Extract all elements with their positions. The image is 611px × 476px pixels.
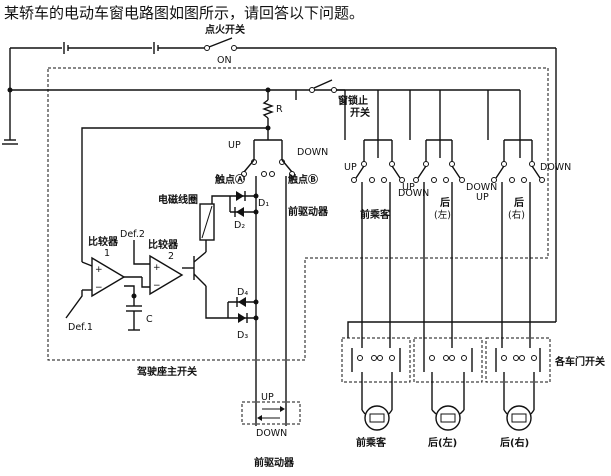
front-motor-feed <box>253 176 287 402</box>
rear-right-switch <box>491 139 545 262</box>
comparator-1-label: 比较器 <box>88 235 119 248</box>
resistor-icon <box>262 99 274 131</box>
fp-up-label: UP <box>344 162 357 173</box>
transistor-icon <box>184 251 228 319</box>
resistor-label: R <box>276 104 283 115</box>
capacitor-icon <box>65 285 142 331</box>
svg-text:−: − <box>153 281 161 291</box>
def2-label: Def.2 <box>120 229 145 240</box>
d1-label: D₁ <box>258 198 269 209</box>
d4-label: D₄ <box>237 287 248 298</box>
window-lock-label-1: 窗锁止 <box>338 94 368 107</box>
svg-text:+: + <box>95 265 103 275</box>
motor-front-passenger-icon <box>361 405 393 431</box>
window-lock-label-2: 开关 <box>350 106 370 119</box>
diode-d2-icon <box>230 207 256 217</box>
motor-rear-left-label: 后(左) <box>428 436 457 449</box>
motor-rear-left-icon <box>431 405 465 431</box>
comparator-2-number: 2 <box>168 251 174 262</box>
front-drive-motor-icon <box>241 401 301 425</box>
driver-master-switch-box <box>47 67 549 361</box>
comparator-1-number: 1 <box>104 248 110 259</box>
motor-front-drive-label: 前驱动器 <box>254 456 295 469</box>
contact-a-label: 触点Ⓐ <box>214 173 245 186</box>
rear-left-label-1: 后 <box>440 196 450 209</box>
motor-rear-right-label: 后(右) <box>500 436 529 449</box>
rear-left-switch <box>413 139 465 262</box>
on-label: ON <box>217 55 232 66</box>
main-bus <box>7 87 520 100</box>
motor-rear-right-icon <box>503 405 535 431</box>
diode-d3-icon <box>228 313 256 323</box>
motor-front-passenger-label: 前乘客 <box>356 436 387 449</box>
diode-d1-icon <box>230 191 256 201</box>
front-passenger-switch <box>351 139 405 262</box>
diode-d4-icon <box>227 297 256 318</box>
motor-down-label: DOWN <box>256 428 287 439</box>
front-up-label: UP <box>228 140 241 151</box>
svg-text:+: + <box>153 263 161 273</box>
door-switch-front-passenger <box>341 262 411 410</box>
rr-down-label: DOWN <box>540 162 571 173</box>
comparator-2-icon: + − <box>133 240 184 296</box>
rr-up-label: UP <box>476 192 489 203</box>
rl-up-label: UP <box>402 182 415 193</box>
ignition-switch-icon <box>204 37 557 190</box>
comparator-2-label: 比较器 <box>148 238 179 251</box>
rear-left-label-2: (左) <box>434 209 451 221</box>
rear-right-label-2: (右) <box>508 209 525 221</box>
question-text: 某轿车的电动车窗电路图如图所示，请回答以下问题。 <box>4 4 365 22</box>
capacitor-label: C <box>146 314 153 325</box>
passenger-switch-feeds <box>344 90 521 158</box>
feedback-wire <box>81 127 268 262</box>
d2-label: D₂ <box>234 220 245 231</box>
fp-down-label: DOWN <box>398 188 429 199</box>
comparator-1-icon: + − <box>81 256 142 298</box>
driver-master-switch-label: 驾驶座主开关 <box>136 365 197 378</box>
ignition-switch-label: 点火开关 <box>205 23 245 36</box>
front-passenger-label: 前乘客 <box>360 208 391 221</box>
def1-label: Def.1 <box>68 322 93 333</box>
rear-right-label-1: 后 <box>514 196 524 209</box>
rl-down-label: DOWN <box>466 182 497 193</box>
door-switch-bus <box>347 321 556 338</box>
battery-feed <box>2 47 62 145</box>
contact-b-label: 触点Ⓑ <box>287 173 318 186</box>
door-switch-rear-right <box>485 262 551 410</box>
battery-icon <box>63 42 204 54</box>
d3-label: D₃ <box>237 330 248 341</box>
solenoid-coil-icon <box>199 195 231 252</box>
svg-text:−: − <box>95 283 103 293</box>
front-down-label: DOWN <box>297 147 328 158</box>
solenoid-coil-label: 电磁线圈 <box>158 193 198 206</box>
door-switches-label: 各车门开关 <box>554 355 605 368</box>
motor-up-label: UP <box>261 392 274 403</box>
front-drive-label: 前驱动器 <box>288 205 329 218</box>
front-window-switch <box>241 128 295 180</box>
window-lock-switch-icon <box>295 79 345 100</box>
door-switch-rear-left <box>413 262 483 410</box>
front-motor-leads <box>255 424 287 426</box>
